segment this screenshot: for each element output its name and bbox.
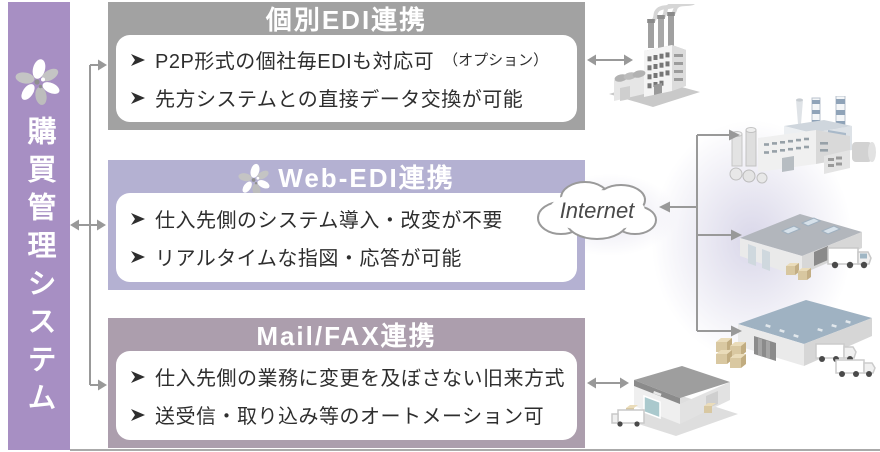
individual-edi-body: P2P形式の個社毎EDIも対応可 （オプション） 先方システムとの直接データ交換… [116,35,577,122]
bullet-item: 仕入先側のシステム導入・改変が不要 [130,204,563,233]
warehouse-with-trucks-icon [714,284,878,384]
bullet-item: リアルタイムな指図・応答が可能 [130,242,563,271]
chemical-plant-icon [724,95,878,190]
warehouse-with-truck-icon [610,344,752,446]
arrow-bullet-icon [131,53,145,66]
box-title-text: Mail/FAX連携 [256,321,437,351]
bullet-item: 先方システムとの直接データ交換が可能 [130,83,563,112]
internet-cloud: Internet [531,174,665,246]
arrowhead [70,219,79,231]
mail-fax-box: Mail/FAX連携 仕入先側の業務に変更を及ぼさない旧来方式 送受信・取り込み… [108,318,585,448]
mail-fax-title: Mail/FAX連携 [108,318,585,351]
purchasing-system-sidebar: 購買管理システム [8,2,70,450]
workshop-with-truck-icon [724,194,878,286]
arrowhead [97,219,106,231]
bullet-text: 先方システムとの直接データ交換が可能 [155,89,524,111]
box-title-text: 個別EDI連携 [265,5,428,35]
arrowhead [98,59,107,71]
flower-icon [238,163,270,196]
arrow-bullet-icon [131,250,145,263]
arrow-bullet-icon [131,408,145,421]
factory-smokestacks-icon [604,1,706,112]
web-edi-box: Web-EDI連携 仕入先側のシステム導入・改変が不要 リアルタイムな指図・応答… [108,160,585,290]
flower-icon [15,59,60,105]
arrowhead [587,377,596,389]
web-edi-title: Web-EDI連携 [108,160,585,196]
individual-edi-title: 個別EDI連携 [108,2,585,35]
arrowhead [98,379,107,391]
bullet-text: 送受信・取り込み等のオートメーション可 [155,406,545,428]
bullet-text: P2P形式の個社毎EDIも対応可 [155,51,435,73]
arrow-bullet-icon [131,212,145,225]
bullet-item: 仕入先側の業務に変更を及ぼさない旧来方式 [130,362,565,391]
sidebar-title: 購買管理システム [23,116,55,420]
bullet-item: P2P形式の個社毎EDIも対応可 （オプション） [130,45,563,74]
arrowhead [587,54,596,66]
mail-fax-body: 仕入先側の業務に変更を及ぼさない旧来方式 送受信・取り込み等のオートメーション可 [116,351,577,440]
box-title-text: Web-EDI連携 [278,163,455,193]
bottom-border-line [70,449,880,451]
arrow-bullet-icon [131,91,145,104]
web-edi-body: 仕入先側のシステム導入・改変が不要 リアルタイムな指図・応答が可能 [116,193,577,282]
bullet-suffix: （オプション） [443,52,549,69]
bullet-text: リアルタイムな指図・応答が可能 [155,248,462,270]
bullet-text: 仕入先側の業務に変更を及ぼさない旧来方式 [155,368,565,390]
bullet-item: 送受信・取り込み等のオートメーション可 [130,400,563,429]
internet-label: Internet [560,198,635,223]
bullet-text: 仕入先側のシステム導入・改変が不要 [155,210,503,232]
individual-edi-box: 個別EDI連携 P2P形式の個社毎EDIも対応可 （オプション） 先方システムと… [108,2,585,130]
arrow-bullet-icon [131,370,145,383]
